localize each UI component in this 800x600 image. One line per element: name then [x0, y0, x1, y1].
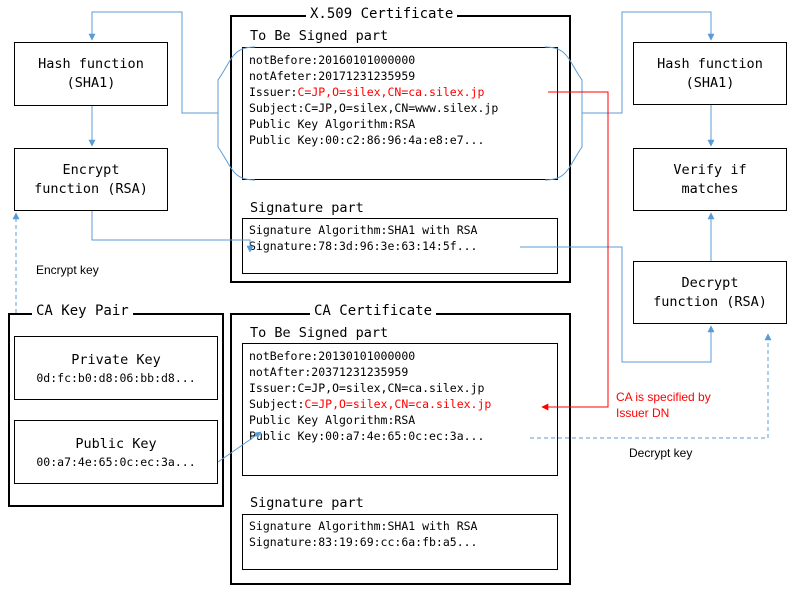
tbs-to-verifier-hash-arrow	[582, 11, 715, 114]
ca-tbs-fields: notBefore:20130101000000 notAfter:203712…	[242, 345, 491, 444]
ca-signature-box	[242, 514, 558, 570]
verify-line1: Verify if	[673, 161, 747, 178]
private-key-label: Private Key	[71, 351, 161, 368]
x509-public-key: Public Key:00:c2:86:96:4a:e8:e7...	[249, 133, 485, 147]
x509-signature-fields: Signature Algorithm:SHA1 with RSA Signat…	[242, 219, 477, 254]
signature-to-decrypt-arrow	[520, 246, 715, 363]
ca-issuer: Issuer:C=JP,O=silex,CN=ca.silex.jp	[249, 381, 485, 395]
private-key-box: Private Key 0d:fc:b0:d8:06:bb:d8...	[14, 336, 218, 400]
encrypt-function-box: Encrypt function (RSA)	[14, 148, 168, 211]
ca-public-key: Public Key:00:a7:4e:65:0c:ec:3a...	[249, 429, 485, 443]
x509-tbs-box	[242, 47, 558, 180]
tbs-to-signer-hash-arrow	[88, 11, 218, 114]
encrypt-to-signature-arrow	[91, 211, 254, 253]
ca-public-key-algorithm: Public Key Algorithm:RSA	[249, 413, 416, 427]
x509-not-after: notAfeter:20171231235959	[249, 69, 416, 83]
signer-hash-line1: Hash function	[38, 56, 144, 72]
public-key-label: Public Key	[75, 435, 157, 452]
signer-hash-function-box: Hash function (SHA1)	[14, 42, 168, 106]
decrypt-line1: Decrypt	[681, 274, 739, 291]
x509-signature-algorithm: Signature Algorithm:SHA1 with RSA	[249, 223, 478, 237]
encrypt-line1: Encrypt	[62, 161, 120, 178]
x509-public-key-algorithm: Public Key Algorithm:RSA	[249, 117, 416, 131]
x509-issuer-key: Issuer:	[249, 85, 298, 99]
encrypt-key-label: Encrypt key	[36, 263, 99, 277]
ca-certificate-title: CA Certificate	[310, 303, 437, 319]
public-key-to-ca-public-key-arrow	[217, 431, 262, 463]
signer-hash-line2: (SHA1)	[66, 75, 116, 91]
ca-subject-key: Subject:	[249, 397, 305, 411]
x509-not-before: notBefore:20160101000000	[249, 53, 416, 67]
decrypt-line2: function (RSA)	[653, 293, 767, 310]
ca-specified-line2: Issuer DN	[616, 406, 670, 420]
ca-signature-fields: Signature Algorithm:SHA1 with RSA Signat…	[242, 515, 477, 550]
x509-signature-title: Signature part	[250, 200, 364, 216]
left-tbs-brace	[217, 46, 256, 181]
ca-subject-value: C=JP,O=silex,CN=ca.silex.jp	[304, 397, 492, 411]
x509-certificate-title: X.509 Certificate	[306, 6, 458, 22]
issuer-to-subject-link	[541, 91, 609, 411]
ca-signature-value: Signature:83:19:69:cc:6a:fb:a5...	[249, 535, 478, 549]
ca-tbs-title: To Be Signed part	[250, 325, 389, 341]
ca-public-key-to-decrypt-dashed-arrow	[530, 333, 772, 439]
verifier-hash-function-box: Hash function (SHA1)	[633, 42, 787, 105]
ca-subject: Subject:C=JP,O=silex,CN=ca.silex.jp	[249, 396, 491, 412]
verifier-hash-line2: (SHA1)	[685, 74, 735, 91]
verifier-hash-line1: Hash function	[657, 55, 763, 72]
ca-signature-title: Signature part	[250, 495, 364, 511]
ca-key-pair-title: CA Key Pair	[32, 303, 133, 319]
x509-tbs-fields: notBefore:20160101000000 notAfeter:20171…	[242, 49, 498, 148]
ca-specified-annotation: CA is specified by Issuer DN	[616, 389, 711, 421]
right-tbs-brace	[544, 46, 583, 181]
public-key-box: Public Key 00:a7:4e:65:0c:ec:3a...	[14, 420, 218, 484]
encrypt-line2: function (RSA)	[34, 180, 148, 197]
decrypt-function-box: Decrypt function (RSA)	[633, 261, 787, 324]
ca-tbs-box	[242, 343, 558, 476]
x509-issuer-value: C=JP,O=silex,CN=ca.silex.jp	[297, 85, 485, 99]
x509-signature-box	[242, 218, 558, 274]
verify-matches-box: Verify if matches	[633, 148, 787, 211]
x509-subject: Subject:C=JP,O=silex,CN=www.silex.jp	[249, 101, 499, 115]
x509-signature-value: Signature:78:3d:96:3e:63:14:5f...	[249, 239, 478, 253]
x509-tbs-title: To Be Signed part	[250, 28, 389, 44]
ca-not-after: notAfter:20371231235959	[249, 365, 409, 379]
decrypt-key-label: Decrypt key	[629, 446, 693, 460]
ca-signature-algorithm: Signature Algorithm:SHA1 with RSA	[249, 519, 478, 533]
ca-not-before: notBefore:20130101000000	[249, 349, 416, 363]
verify-line2: matches	[681, 180, 739, 197]
x509-issuer: Issuer:C=JP,O=silex,CN=ca.silex.jp	[249, 84, 498, 100]
private-key-value: 0d:fc:b0:d8:06:bb:d8...	[36, 370, 196, 385]
ca-specified-line1: CA is specified by	[616, 390, 711, 404]
public-key-value: 00:a7:4e:65:0c:ec:3a...	[36, 454, 196, 469]
